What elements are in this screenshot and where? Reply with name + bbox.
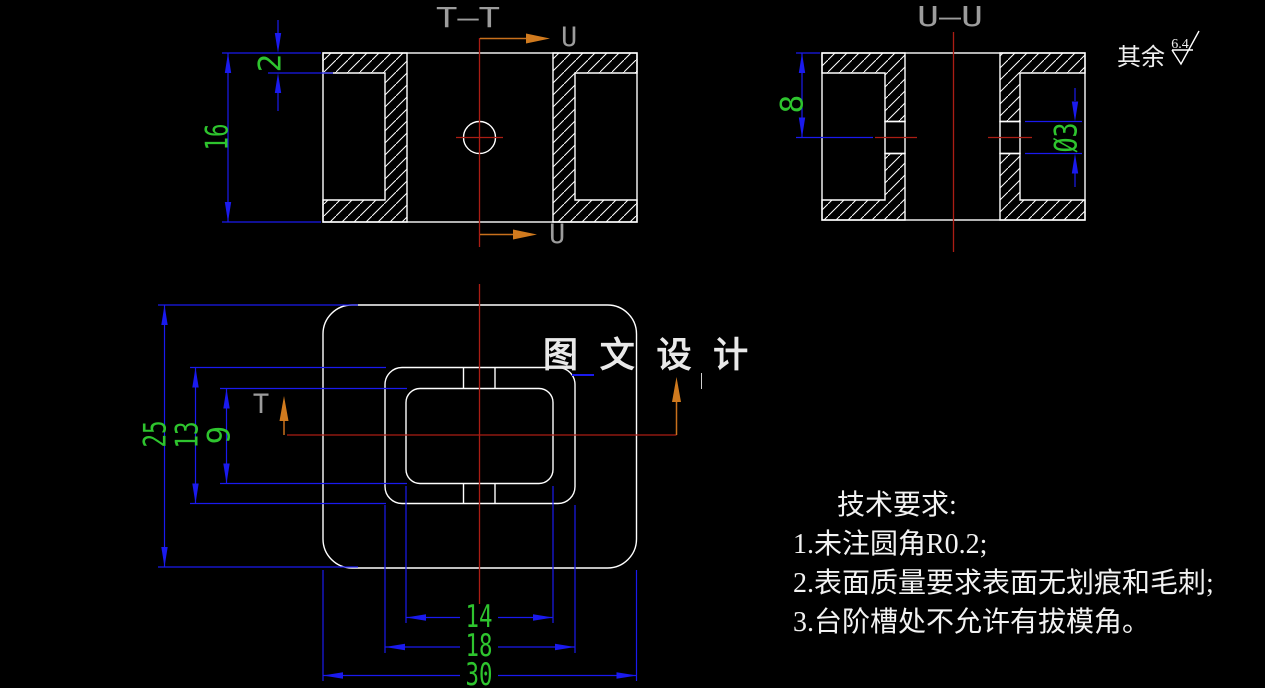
plan-dim-18-text: 18	[466, 628, 493, 664]
plan-cut-line-t-left: T	[253, 389, 289, 435]
section-view-tt: U U T—T 2 16	[200, 1, 638, 250]
tech-requirement-item: 1.未注圆角R0.2;	[793, 529, 988, 560]
tt-cut-line-bottom: U	[480, 219, 565, 250]
plan-slot-walls	[462, 367, 496, 504]
plan-dim-13-text: 13	[170, 422, 206, 449]
plan-dimension-mid-height-13: 13	[170, 366, 386, 505]
tt-dim-16-text: 16	[200, 124, 236, 151]
uu-dimension-hole-dia-3: Ø3	[1025, 88, 1085, 187]
plan-dimension-outer-height-25: 25	[138, 304, 358, 568]
tt-right-channel-hatch	[552, 52, 638, 223]
tech-requirement-item: 3.台阶槽处不允许有拔模角。	[793, 607, 1151, 638]
tt-dimension-flange-2: 2	[222, 20, 333, 111]
uu-right-channel-hatch-lower	[999, 152, 1086, 221]
plan-dim-30-text: 30	[466, 657, 493, 688]
technical-requirements: 技术要求: 1.未注圆角R0.2; 2.表面质量要求表面无划痕和毛刺; 3.台阶…	[793, 486, 1214, 642]
tt-left-channel-hatch	[322, 52, 408, 223]
plan-dimension-mid-width-18: 18	[384, 505, 576, 664]
plan-dim-9-text: 9	[202, 426, 238, 445]
surface-roughness-value: 6.4	[1171, 37, 1189, 52]
plan-dimension-inner-height-9: 9	[202, 387, 407, 485]
tt-cut-label-bottom: U	[549, 219, 565, 250]
watermark-text: 图 文 设 计	[543, 336, 755, 375]
tt-dim-2-text: 2	[253, 54, 289, 73]
uu-right-channel-hatch-upper	[999, 52, 1086, 123]
plan-dimension-inner-width-14: 14	[405, 486, 554, 635]
tt-cut-label-top: U	[561, 22, 577, 53]
tech-requirement-item: 2.表面质量要求表面无划痕和毛刺;	[793, 568, 1214, 599]
tt-view-title: T—T	[436, 1, 500, 34]
uu-dim-dia3-text: Ø3	[1049, 123, 1085, 153]
uu-dim-8-text: 8	[775, 95, 811, 114]
section-view-uu: U—U 8 Ø3	[775, 0, 1086, 252]
tech-requirements-heading: 技术要求:	[837, 490, 957, 521]
tt-cut-arrow-bottom	[513, 229, 537, 240]
uu-left-channel-hatch-upper	[821, 52, 906, 123]
plan-dim-25-text: 25	[138, 421, 174, 448]
tt-cut-arrow-top	[526, 33, 550, 44]
tt-dimension-height-16: 16	[200, 53, 321, 223]
plan-cut-arrow-left	[279, 396, 289, 421]
surface-note-prefix: 其余	[1117, 44, 1165, 71]
uu-view-title: U—U	[917, 0, 983, 33]
surface-roughness-note: 其余 6.4	[1117, 30, 1200, 71]
plan-cut-line-t-right	[672, 377, 681, 435]
tt-cut-line-top: U	[480, 22, 577, 53]
uu-dimension-depth-8: 8	[775, 52, 873, 139]
plan-cut-arrow-right	[672, 377, 681, 402]
surface-roughness-icon	[1171, 30, 1200, 66]
plan-dimension-outer-width-30: 30	[322, 570, 638, 688]
plan-view: T 25 13	[138, 284, 702, 688]
plan-cut-label-t: T	[253, 389, 269, 420]
uu-left-channel-hatch-lower	[821, 152, 906, 221]
plan-dim-14-text: 14	[466, 599, 493, 635]
